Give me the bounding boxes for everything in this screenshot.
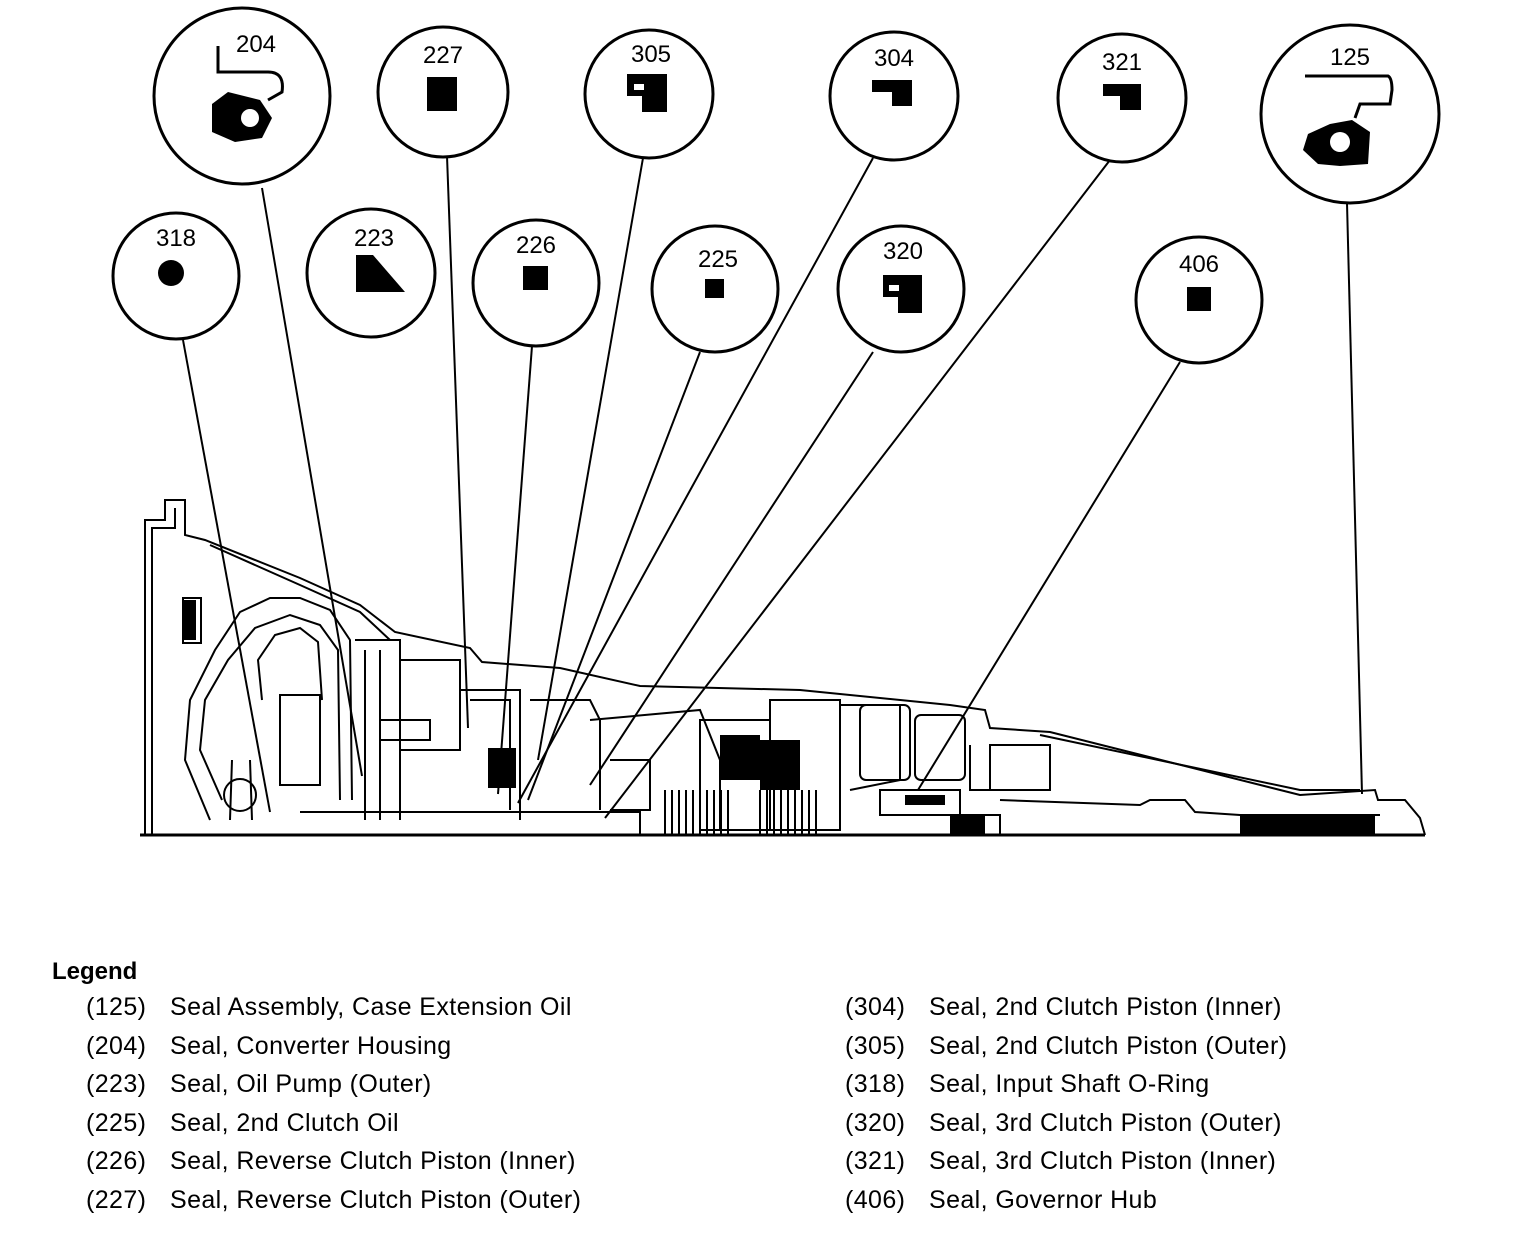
seal-assembly-icon xyxy=(1303,74,1394,166)
legend-text: Seal, 3rd Clutch Piston (Inner) xyxy=(929,1147,1277,1176)
callout-321: 321 xyxy=(1056,32,1188,164)
o-ring-icon xyxy=(158,260,184,286)
callout-number: 227 xyxy=(423,42,463,69)
stepped-seal-icon xyxy=(872,80,912,106)
legend-ref: (226) xyxy=(86,1147,147,1176)
legend-ref: (223) xyxy=(86,1070,147,1099)
legend-item: (125) Seal Assembly, Case Extension Oil xyxy=(86,992,581,1031)
legend-item: (406) Seal, Governor Hub xyxy=(845,1185,1287,1224)
leader-304 xyxy=(517,157,874,804)
callout-125: 125 xyxy=(1259,23,1441,205)
stepped-seal-icon xyxy=(883,275,922,313)
callout-304: 304 xyxy=(828,30,960,162)
callout-226: 226 xyxy=(471,218,601,348)
legend-ref: (304) xyxy=(845,993,906,1021)
callout-305: 305 xyxy=(583,28,715,160)
callout-number: 125 xyxy=(1330,44,1370,71)
rect-seal-icon xyxy=(427,77,457,111)
callout-number: 320 xyxy=(883,238,923,265)
leader-406 xyxy=(917,361,1181,791)
legend-text: Seal, 2nd Clutch Oil xyxy=(170,1108,399,1137)
callout-number: 304 xyxy=(874,45,914,72)
leader-318 xyxy=(182,339,271,813)
stepped-seal-icon xyxy=(1103,84,1141,110)
spring-pack-hatching xyxy=(664,790,817,835)
legend-text: Seal, Converter Housing xyxy=(170,1031,452,1060)
legend-ref: (305) xyxy=(845,1031,906,1060)
legend-item: (318) Seal, Input Shaft O-Ring xyxy=(845,1069,1287,1108)
legend-ref: (125) xyxy=(86,993,147,1021)
leader-227 xyxy=(446,155,469,729)
legend-text: Seal, Governor Hub xyxy=(929,1185,1158,1214)
legend-item: (225) Seal, 2nd Clutch Oil xyxy=(86,1108,581,1147)
legend-ref: (406) xyxy=(845,1185,906,1214)
callout-number: 406 xyxy=(1179,251,1219,278)
legend-item: (223) Seal, Oil Pump (Outer) xyxy=(86,1069,581,1108)
callout-225: 225 xyxy=(650,224,780,354)
leader-125 xyxy=(1346,202,1363,795)
square-seal-icon xyxy=(523,266,548,290)
legend-text: Seal, Reverse Clutch Piston (Inner) xyxy=(170,1147,576,1176)
legend-ref: (225) xyxy=(86,1108,147,1137)
legend-text: Seal, 2nd Clutch Piston (Outer) xyxy=(929,1031,1288,1060)
callout-406: 406 xyxy=(1134,235,1264,365)
callout-number: 321 xyxy=(1102,49,1142,76)
callout-204: 204 xyxy=(152,6,332,186)
callout-227: 227 xyxy=(376,25,510,159)
callout-circle xyxy=(1259,23,1441,205)
legend-text: Seal, Input Shaft O-Ring xyxy=(929,1070,1210,1099)
leader-305 xyxy=(537,157,644,761)
callout-number: 204 xyxy=(236,31,276,58)
legend-ref: (321) xyxy=(845,1147,906,1176)
legend-column-right: (304) Seal, 2nd Clutch Piston (Inner) (30… xyxy=(845,992,1287,1224)
legend-ref: (320) xyxy=(845,1108,906,1137)
seal-converter-housing-icon xyxy=(212,46,284,142)
triangular-seal-icon xyxy=(356,255,405,292)
callout-318: 318 xyxy=(111,211,241,341)
callout-number: 225 xyxy=(698,246,738,273)
legend-text: Seal, Oil Pump (Outer) xyxy=(170,1070,432,1099)
legend-ref: (318) xyxy=(845,1070,906,1099)
legend-item: (305) Seal, 2nd Clutch Piston (Outer) xyxy=(845,1031,1287,1070)
leader-226 xyxy=(497,345,533,795)
clutch-plate-hatching xyxy=(182,600,1375,835)
leader-204 xyxy=(261,187,363,777)
leader-225 xyxy=(527,351,701,801)
legend-item: (321) Seal, 3rd Clutch Piston (Inner) xyxy=(845,1146,1287,1185)
legend-text: Seal Assembly, Case Extension Oil xyxy=(170,993,572,1021)
callout-320: 320 xyxy=(836,224,966,354)
callout-number: 223 xyxy=(354,225,394,252)
legend-title: Legend xyxy=(52,958,138,985)
legend-item: (320) Seal, 3rd Clutch Piston (Outer) xyxy=(845,1108,1287,1147)
legend-ref: (204) xyxy=(86,1031,147,1060)
legend-item: (227) Seal, Reverse Clutch Piston (Outer) xyxy=(86,1185,581,1224)
legend-item: (226) Seal, Reverse Clutch Piston (Inner) xyxy=(86,1146,581,1185)
callout-number: 226 xyxy=(516,232,556,259)
callout-223: 223 xyxy=(305,207,437,339)
legend-item: (304) Seal, 2nd Clutch Piston (Inner) xyxy=(845,992,1287,1031)
callout-number: 318 xyxy=(156,225,196,252)
transmission-cross-section xyxy=(140,499,1426,837)
legend-text: Seal, Reverse Clutch Piston (Outer) xyxy=(170,1185,582,1214)
transmission-seal-diagram: 204 227 305 304 321 125 xyxy=(111,6,1441,837)
legend-item: (204) Seal, Converter Housing xyxy=(86,1031,581,1070)
stepped-seal-icon xyxy=(627,74,667,112)
square-seal-icon xyxy=(1187,287,1211,311)
leader-lines xyxy=(182,155,1363,819)
callout-number: 305 xyxy=(631,41,671,68)
square-seal-icon xyxy=(705,279,724,298)
leader-320 xyxy=(589,351,874,786)
legend-text: Seal, 3rd Clutch Piston (Outer) xyxy=(929,1108,1282,1137)
leader-321 xyxy=(604,159,1111,819)
legend-column-left: (125) Seal Assembly, Case Extension Oil (… xyxy=(86,992,581,1224)
legend-ref: (227) xyxy=(86,1185,147,1214)
legend-text: Seal, 2nd Clutch Piston (Inner) xyxy=(929,993,1282,1021)
